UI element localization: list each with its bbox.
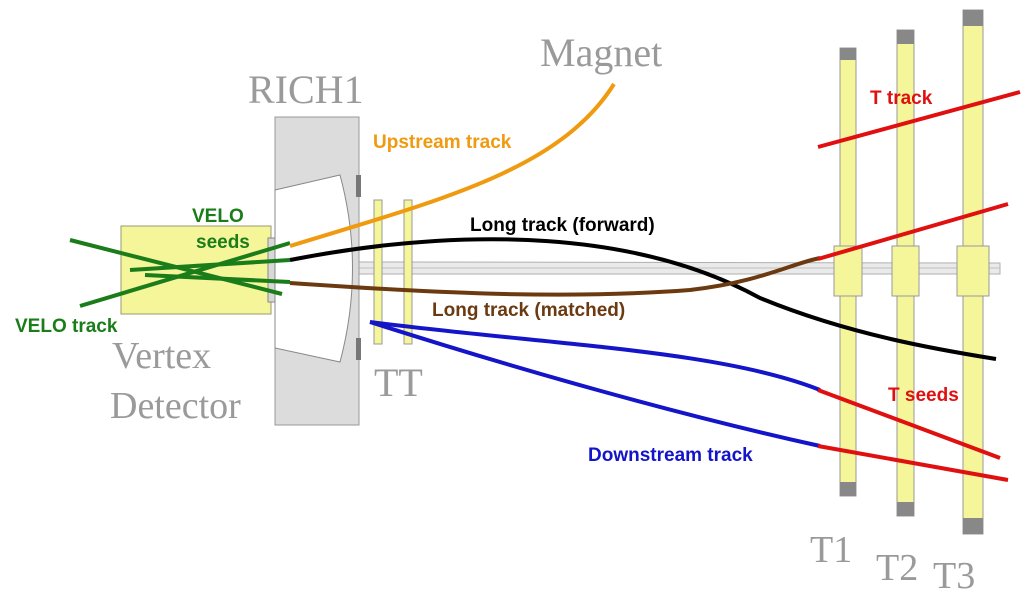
tt-label: TT (374, 360, 423, 405)
downstream-track-line (369, 320, 821, 392)
upstream-track-line (289, 82, 616, 248)
velo-tracks (69, 238, 291, 308)
downstream-track-line-2 (369, 320, 821, 448)
t-track-label: T track (870, 88, 933, 109)
velo-seeds-label-2: seeds (196, 232, 250, 253)
t-seeds-label: T seeds (888, 385, 959, 406)
t2-station (891, 29, 920, 517)
vertex-label: Vertex (112, 335, 211, 377)
t3-label: T3 (933, 555, 975, 597)
magnet-label: Magnet (540, 30, 662, 75)
rich1-detector (274, 116, 361, 426)
long-forward-track-line (289, 237, 997, 361)
long-matched-track-line (289, 256, 821, 297)
upstream-track-label: Upstream track (373, 132, 512, 153)
t3-station (956, 9, 990, 535)
rich1-label: RICH1 (248, 67, 364, 112)
velo-seeds-label-1: VELO (192, 206, 244, 227)
t2-label: T2 (876, 547, 918, 589)
downstream-track-label: Downstream track (588, 445, 753, 466)
long-forward-track-label: Long track (forward) (470, 215, 655, 236)
long-matched-track-label: Long track (matched) (432, 300, 625, 321)
velo-track-label: VELO track (15, 316, 118, 337)
t-tracks (817, 90, 1021, 482)
t1-label: T1 (810, 529, 852, 571)
tt-stations (373, 199, 413, 345)
detector-label: Detector (110, 385, 241, 427)
t1-station (833, 47, 863, 497)
